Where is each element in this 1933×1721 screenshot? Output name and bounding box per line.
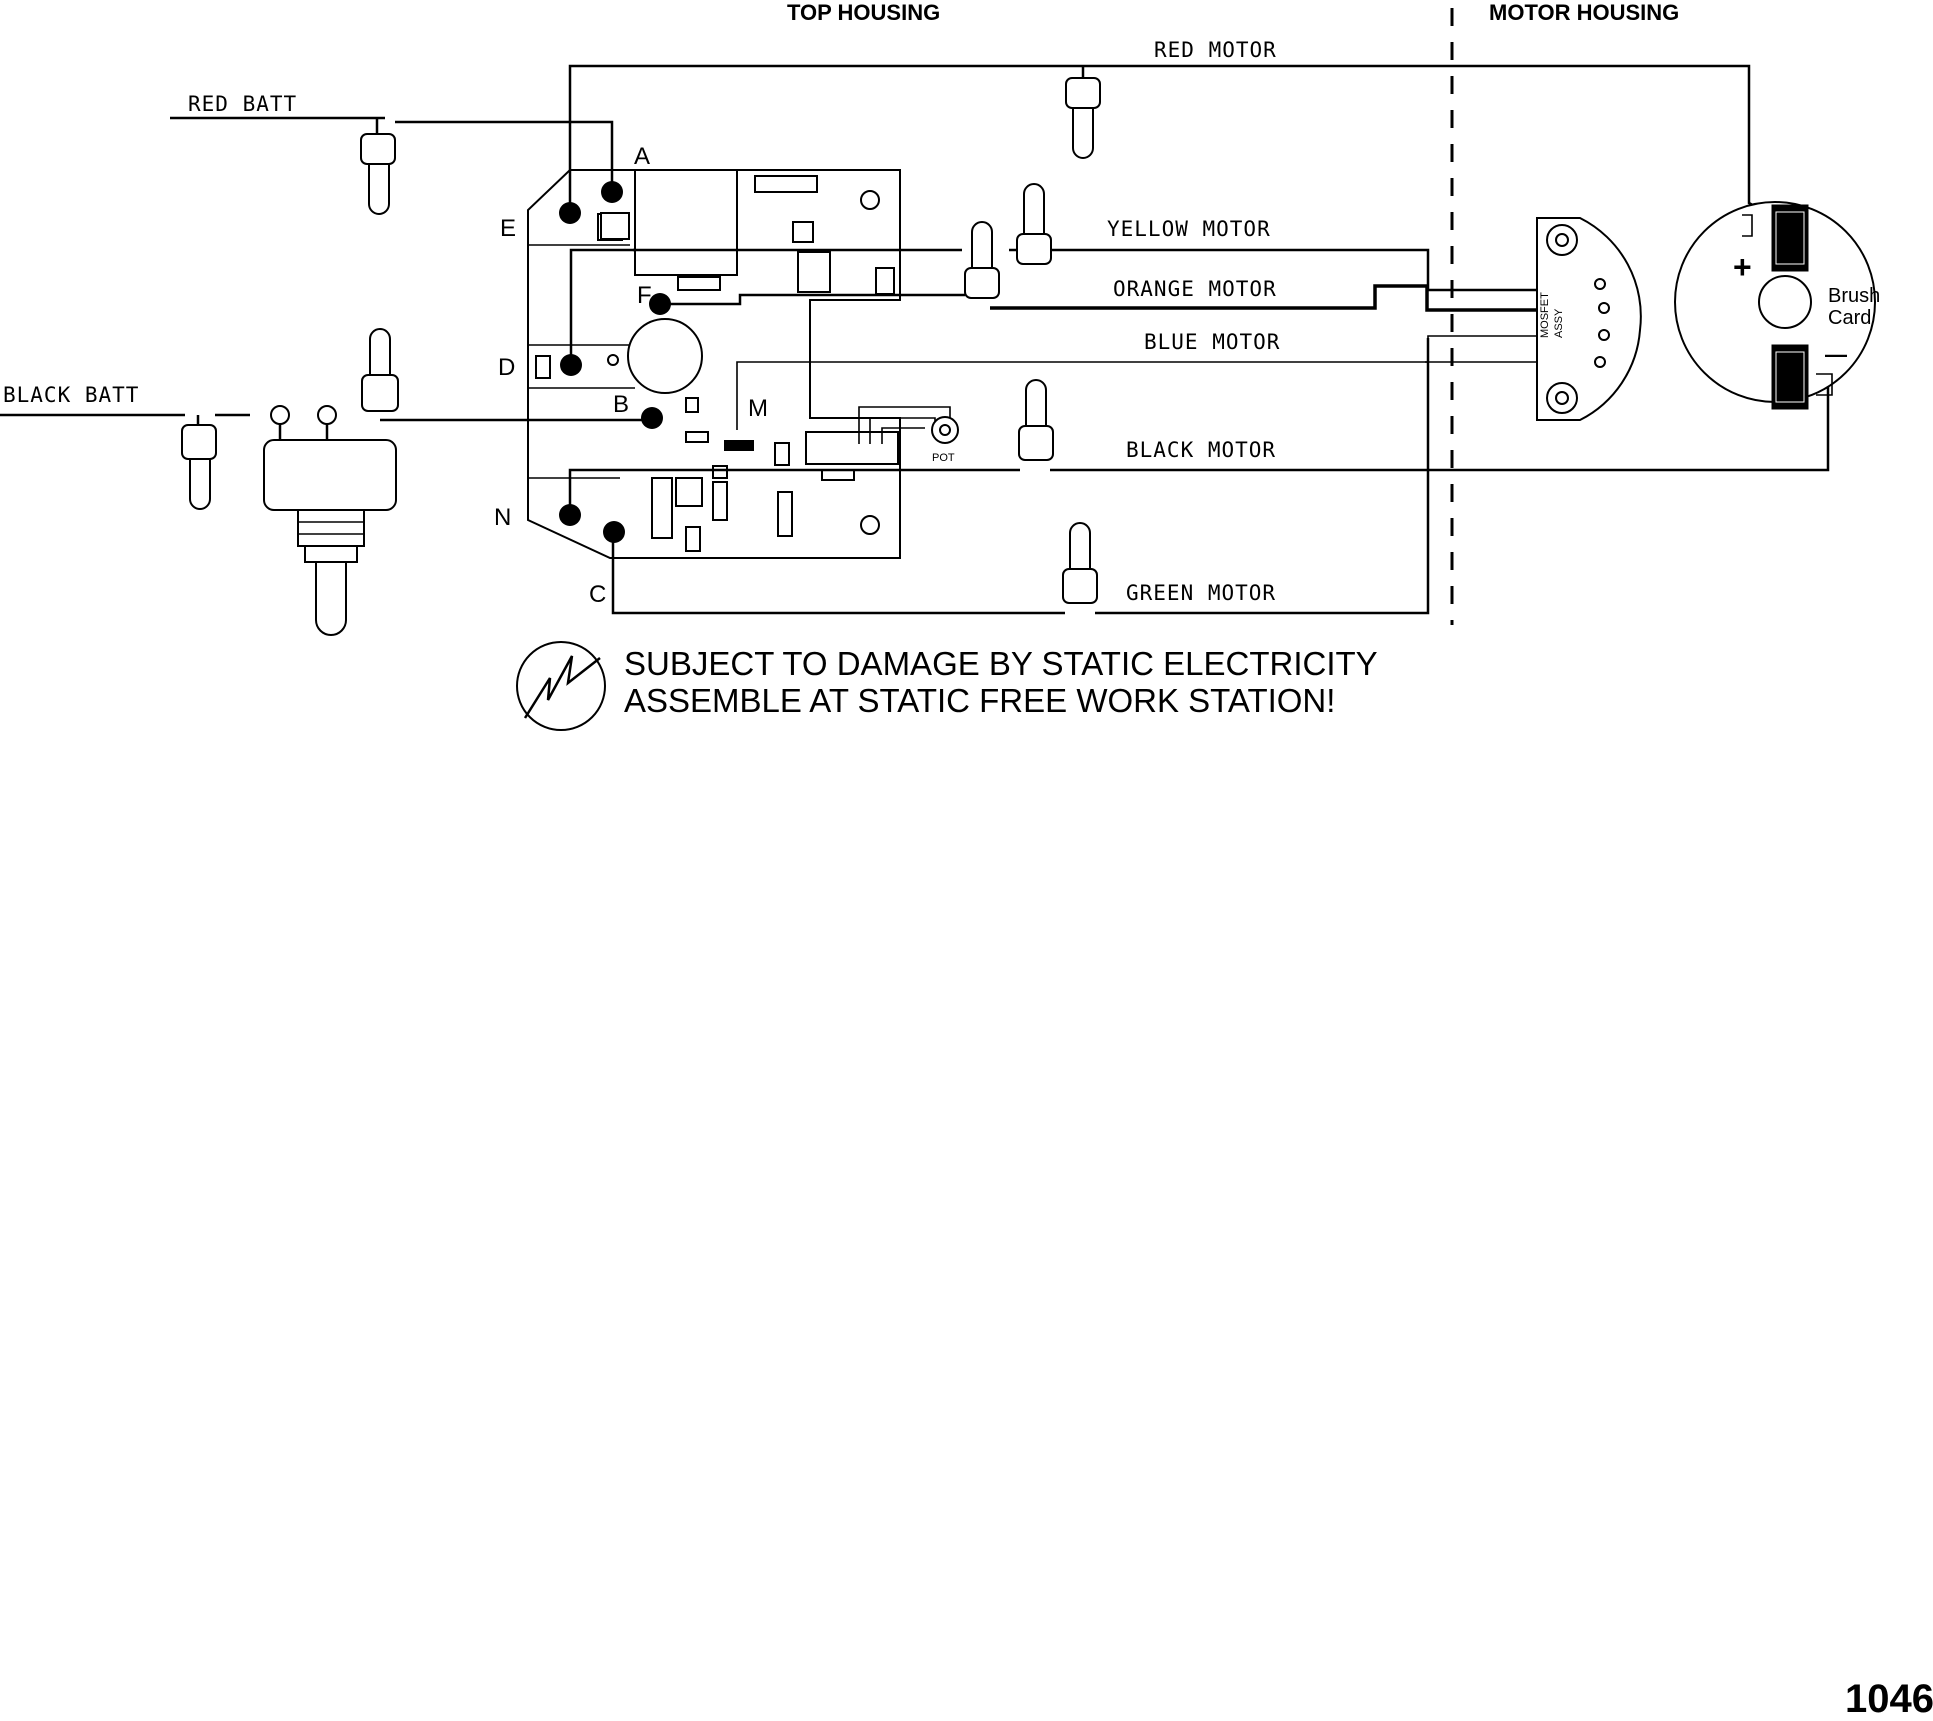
mosfet-assembly: MOSFET ASSY bbox=[1536, 217, 1642, 421]
orange-motor-wire-b bbox=[990, 284, 1598, 312]
terminal-b-label: B bbox=[613, 391, 629, 418]
connector-black-motor bbox=[1018, 379, 1054, 461]
terminal-m-label: M bbox=[748, 395, 768, 422]
terminal-a-label: A bbox=[634, 143, 650, 170]
terminal-c-label: C bbox=[589, 581, 606, 608]
connector-switch-top bbox=[361, 328, 399, 412]
terminal-a-dot bbox=[601, 181, 623, 203]
terminal-e-dot bbox=[559, 202, 581, 224]
static-warning-icon bbox=[516, 641, 606, 731]
connector-black-batt bbox=[181, 415, 217, 510]
toggle-switch bbox=[263, 405, 397, 636]
d-wire bbox=[569, 248, 635, 365]
black-motor-label: BLACK MOTOR bbox=[1126, 438, 1276, 462]
terminal-f-dot bbox=[649, 293, 671, 315]
green-motor-label: GREEN MOTOR bbox=[1126, 581, 1276, 605]
yellow-motor-label: YELLOW MOTOR bbox=[1107, 217, 1271, 241]
connector-red-batt bbox=[360, 118, 396, 215]
motor-housing-header: MOTOR HOUSING bbox=[1489, 0, 1679, 25]
black-motor-wire-b bbox=[1050, 378, 1830, 472]
connector-green-motor bbox=[1062, 522, 1098, 604]
terminal-c-dot bbox=[603, 521, 625, 543]
terminal-b-dot bbox=[641, 407, 663, 429]
top-housing-header: TOP HOUSING bbox=[787, 0, 940, 25]
mosfet-label-2: ASSY bbox=[1553, 308, 1565, 338]
warning-line-2: ASSEMBLE AT STATIC FREE WORK STATION! bbox=[624, 682, 1335, 719]
black-batt-label: BLACK BATT bbox=[3, 383, 139, 407]
brush-card-label-1: Brush bbox=[1828, 285, 1880, 307]
connector-orange-motor bbox=[964, 221, 1000, 299]
green-motor-wire-b bbox=[1095, 338, 1430, 615]
terminal-e-label: E bbox=[500, 215, 516, 242]
yellow-motor-wire-b bbox=[1009, 248, 1600, 292]
terminal-n-dot bbox=[559, 504, 581, 526]
pot: POT bbox=[931, 416, 959, 464]
mosfet-label-1: MOSFET bbox=[1539, 292, 1551, 338]
plus-sign: + bbox=[1733, 249, 1752, 285]
red-batt-label: RED BATT bbox=[188, 92, 297, 116]
warning-line-1: SUBJECT TO DAMAGE BY STATIC ELECTRICITY bbox=[624, 645, 1378, 682]
terminal-d-label: D bbox=[498, 354, 515, 381]
terminal-d-dot bbox=[560, 354, 582, 376]
m-connector bbox=[724, 440, 754, 451]
brush-card-label-2: Card bbox=[1828, 307, 1871, 329]
terminal-n-label: N bbox=[494, 504, 511, 531]
negative-brush bbox=[1771, 344, 1809, 410]
orange-motor-wire bbox=[660, 293, 965, 306]
minus-sign: — bbox=[1825, 342, 1847, 367]
black-motor-wire bbox=[568, 468, 1020, 515]
blue-motor-label: BLUE MOTOR bbox=[1144, 330, 1280, 354]
connector-yellow-motor bbox=[1016, 183, 1052, 265]
red-batt-wire-board bbox=[395, 120, 614, 192]
green-motor-wire bbox=[611, 530, 1065, 615]
positive-brush bbox=[1771, 204, 1809, 272]
orange-motor-label: ORANGE MOTOR bbox=[1113, 277, 1277, 301]
red-motor-label: RED MOTOR bbox=[1154, 38, 1277, 62]
control-board: POT bbox=[527, 169, 959, 559]
brush-card: Brush Card + — bbox=[1674, 201, 1880, 410]
page-number: 1046 bbox=[1845, 1677, 1933, 1721]
terminal-f-label: F bbox=[637, 282, 652, 309]
pot-label: POT bbox=[932, 452, 955, 464]
connector-red-motor bbox=[1065, 66, 1101, 159]
